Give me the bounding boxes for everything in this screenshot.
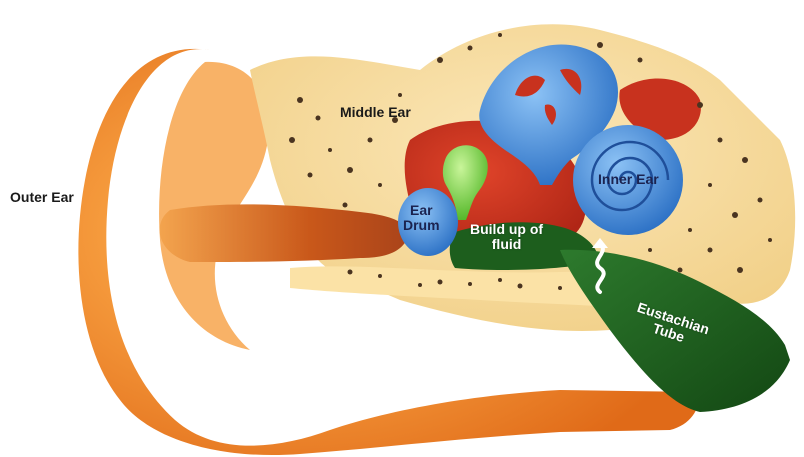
label-ear-drum: Ear Drum <box>403 203 440 232</box>
label-outer-ear: Outer Ear <box>10 190 74 205</box>
label-fluid-line2: fluid <box>470 237 543 252</box>
label-ear-drum-line1: Ear <box>403 203 440 218</box>
label-fluid-line1: Build up of <box>470 222 543 237</box>
label-fluid: Build up of fluid <box>470 222 543 251</box>
label-middle-ear: Middle Ear <box>340 105 411 120</box>
label-ear-drum-line2: Drum <box>403 218 440 233</box>
label-inner-ear: Inner Ear <box>598 172 659 187</box>
